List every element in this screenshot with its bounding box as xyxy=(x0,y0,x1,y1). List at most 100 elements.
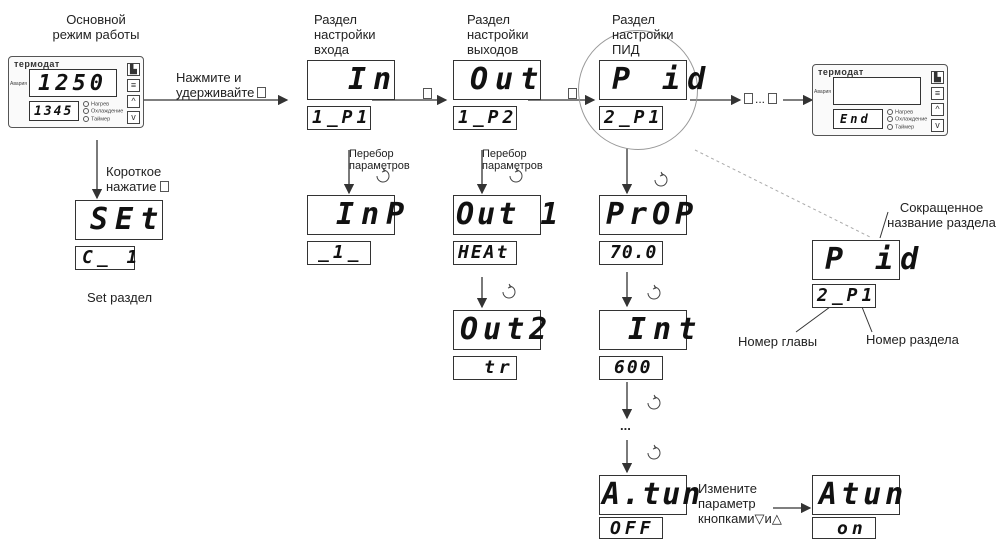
input-bottom-display: 1_P1 xyxy=(307,106,371,130)
heat-indicator-label: Нагрев xyxy=(895,109,914,116)
input-bottom-value: 1_P1 xyxy=(312,107,372,128)
int-bottom-value: 600 xyxy=(614,357,653,378)
end-bottom-value: End xyxy=(840,112,871,126)
main-bottom-display: 1345 xyxy=(29,101,79,121)
end-device: термодат Авария End Нагрев Охлаждение Та… xyxy=(812,64,948,136)
press-hold-label: Нажмите и удерживайте xyxy=(176,70,286,100)
section-pointer xyxy=(861,306,873,333)
short-press-label: Короткое нажатие xyxy=(106,164,196,194)
change-param-line-1: Измените xyxy=(698,481,757,496)
enter-key-icon xyxy=(768,93,778,104)
pid-top-value: P id xyxy=(612,62,713,97)
chapter-pointer xyxy=(795,306,831,333)
timer-indicator: Таймер xyxy=(83,115,123,123)
outputs-top-display: Out xyxy=(453,60,541,100)
cool-indicator-label: Охлаждение xyxy=(895,116,928,123)
enter-key-icon xyxy=(257,87,267,98)
main-top-display: 1250 xyxy=(29,69,117,97)
zoom-bottom-display: 2_P1 xyxy=(812,284,876,308)
rotate-icon xyxy=(376,169,390,183)
short-name-label: Сокращенное название раздела xyxy=(887,200,996,230)
zoom-bottom-value: 2_P1 xyxy=(817,285,877,306)
out2-top-value: Out2 xyxy=(460,312,553,347)
set-top-value: SEt xyxy=(90,202,166,237)
down-button[interactable]: v xyxy=(127,111,140,124)
up-button[interactable]: ^ xyxy=(127,95,140,108)
timer-indicator-label: Таймер xyxy=(91,116,111,123)
main-bottom-value: 1345 xyxy=(34,104,74,119)
main-top-value: 1250 xyxy=(38,71,107,96)
input-top-value: In xyxy=(348,62,399,97)
atun-top-display: A.tun xyxy=(599,475,700,515)
atun-on-bottom-display: on xyxy=(812,517,876,539)
zoom-top-value: P id xyxy=(825,242,926,277)
device-brand: термодат xyxy=(14,59,60,69)
main-device: термодат Авария 1250 1345 Нагрев Охлажде… xyxy=(8,56,144,128)
atun-on-top-value: Atun xyxy=(819,477,908,512)
enter-button[interactable]: ▙ xyxy=(931,71,944,84)
enter-key-icon xyxy=(423,88,432,99)
inp-top-value: InP xyxy=(336,197,412,232)
device-brand: термодат xyxy=(818,67,864,77)
enter-button[interactable]: ▙ xyxy=(127,63,140,76)
rotate-icon xyxy=(509,169,523,183)
vertical-ellipsis: ... xyxy=(620,418,631,433)
set-top-display: SEt xyxy=(75,200,163,240)
outputs-bottom-display: 1_P2 xyxy=(453,106,517,130)
rotate-icon xyxy=(654,173,668,187)
up-button[interactable]: ^ xyxy=(931,103,944,116)
int-top-display: Int xyxy=(599,310,696,350)
prop-top-display: PrOP xyxy=(599,195,693,235)
pid-bottom-display: 2_P1 xyxy=(599,106,663,130)
change-param-buttons-text: кнопками xyxy=(698,511,755,526)
chapter-number-label: Номер главы xyxy=(738,334,818,349)
next-sections-ellipsis: ... xyxy=(744,92,778,107)
inp-bottom-value: _1_ xyxy=(318,242,363,263)
param-scan-label-2: Перебор параметров xyxy=(482,148,543,172)
main-mode-label: Основной режим работы xyxy=(52,12,140,42)
down-triangle-icon: ▽ xyxy=(754,511,765,526)
pid-bottom-value: 2_P1 xyxy=(604,107,664,128)
section-outputs-label: Раздел настройки выходов xyxy=(467,12,529,57)
short-name-pointer xyxy=(879,211,889,239)
timer-indicator-label: Таймер xyxy=(895,124,915,131)
pid-highlight-circle xyxy=(578,30,698,150)
enter-key-icon xyxy=(744,93,753,104)
rotate-icon xyxy=(647,396,661,410)
param-scan-label-1: Перебор параметров xyxy=(349,148,410,172)
down-button[interactable]: v xyxy=(931,119,944,132)
prop-bottom-value: 70.0 xyxy=(610,242,658,263)
inp-bottom-display: _1_ xyxy=(307,241,371,265)
rotate-icon xyxy=(502,285,516,299)
section-number-label: Номер раздела xyxy=(866,332,959,347)
end-bottom-display: End xyxy=(833,109,883,129)
input-top-display: In xyxy=(307,60,395,100)
change-param-line-2: параметр xyxy=(698,496,756,511)
enter-key-icon xyxy=(159,181,169,192)
atun-bottom-value: OFF xyxy=(610,518,655,539)
section-pid-label: Раздел настройки ПИД xyxy=(612,12,674,57)
set-section-label: Set раздел xyxy=(87,290,153,305)
menu-button[interactable]: ≡ xyxy=(127,79,140,92)
pid-top-display: P id xyxy=(599,60,705,100)
zoom-top-display: P id xyxy=(812,240,918,280)
menu-button[interactable]: ≡ xyxy=(931,87,944,100)
section-input-label: Раздел настройки входа xyxy=(314,12,376,57)
up-triangle-icon: △ xyxy=(771,511,782,526)
alarm-indicator: Авария xyxy=(10,81,27,87)
press-hold-text: Нажмите и удерживайте xyxy=(176,70,255,100)
heat-indicator-label: Нагрев xyxy=(91,101,110,108)
rotate-icon xyxy=(647,446,661,460)
int-bottom-display: 600 xyxy=(599,356,663,380)
rotate-icons xyxy=(376,167,668,460)
zoom-leader-line xyxy=(694,149,871,238)
prop-bottom-display: 70.0 xyxy=(599,241,663,265)
indicator-list: Нагрев Охлаждение Таймер xyxy=(887,109,927,131)
indicator-list: Нагрев Охлаждение Таймер xyxy=(83,101,123,123)
timer-indicator: Таймер xyxy=(887,123,927,131)
atun-top-value: A.tun xyxy=(602,477,703,512)
and-text: и xyxy=(764,511,772,526)
ellipsis-text: ... xyxy=(755,92,766,106)
enter-key-icon xyxy=(568,88,577,99)
